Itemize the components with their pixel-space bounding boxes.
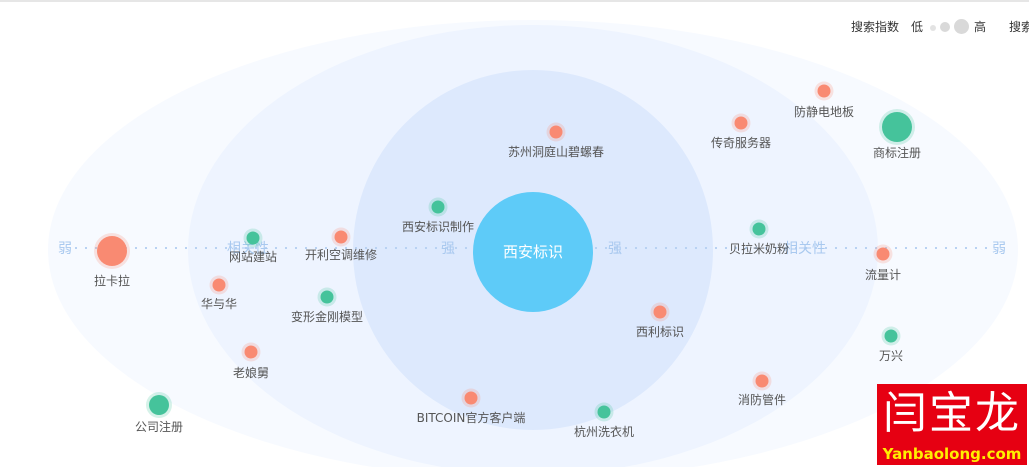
keyword-node-label[interactable]: 贝拉米奶粉	[729, 241, 789, 256]
legend-label: 搜索指数	[851, 20, 900, 34]
keyword-node-label[interactable]: 商标注册	[873, 145, 921, 160]
legend-dot-medium	[940, 22, 950, 32]
center-keyword-node[interactable]	[473, 192, 593, 312]
keyword-node[interactable]	[549, 125, 563, 139]
keyword-node-label[interactable]: 苏州洞庭山碧螺春	[508, 144, 604, 159]
legend-dot-small	[930, 25, 936, 31]
watermark-url: Yanbaolong.com	[882, 445, 1022, 463]
keyword-node-label[interactable]: 防静电地板	[794, 104, 854, 119]
keyword-node-label[interactable]: 万兴	[879, 349, 903, 363]
keyword-node[interactable]	[246, 231, 260, 245]
keyword-node[interactable]	[464, 391, 478, 405]
legend-high-label: 高	[974, 20, 987, 34]
keyword-node[interactable]	[334, 230, 348, 244]
keyword-node[interactable]	[212, 278, 226, 292]
center-keyword-label: 西安标识	[503, 243, 563, 261]
axis-relevance-left: 相关性	[227, 241, 269, 257]
keyword-node[interactable]	[320, 290, 334, 304]
legend-cut-label: 搜索	[1009, 20, 1029, 34]
keyword-node[interactable]	[149, 395, 169, 415]
keyword-node-label[interactable]: BITCOIN官方客户端	[417, 410, 526, 425]
keyword-node-label[interactable]: 开利空调维修	[305, 247, 377, 262]
keyword-node-label[interactable]: 老娘舅	[233, 365, 269, 380]
keyword-node-label[interactable]: 杭州洗衣机	[574, 424, 634, 439]
keyword-node[interactable]	[752, 222, 766, 236]
axis-strong-right: 强	[608, 241, 622, 257]
keyword-node[interactable]	[653, 305, 667, 319]
legend-dot-large	[954, 19, 969, 34]
keyword-node[interactable]	[431, 200, 445, 214]
keyword-node[interactable]	[817, 84, 831, 98]
keyword-node-label[interactable]: 流量计	[865, 268, 901, 282]
keyword-node[interactable]	[734, 116, 748, 130]
keyword-node-label[interactable]: 华与华	[201, 297, 237, 311]
keyword-node-label[interactable]: 西安标识制作	[402, 219, 474, 234]
keyword-node[interactable]	[244, 345, 258, 359]
axis-strong-left: 强	[441, 241, 455, 257]
keyword-node[interactable]	[755, 374, 769, 388]
axis-weak-left: 弱	[58, 241, 72, 257]
keyword-node[interactable]	[597, 405, 611, 419]
legend-low-label: 低	[911, 20, 924, 34]
watermark-title: 闫宝龙	[883, 388, 1021, 439]
keyword-node-label[interactable]: 变形金刚模型	[291, 309, 363, 324]
keyword-node-label[interactable]: 西利标识	[636, 325, 684, 339]
keyword-node[interactable]	[884, 329, 898, 343]
keyword-node[interactable]	[882, 112, 912, 142]
axis-weak-right: 弱	[992, 241, 1006, 257]
keyword-node-label[interactable]: 传奇服务器	[711, 135, 771, 150]
axis-relevance-right: 相关性	[784, 241, 826, 257]
watermark-logo: 闫宝龙 Yanbaolong.com	[877, 384, 1027, 465]
keyword-node-label[interactable]: 公司注册	[135, 419, 183, 434]
keyword-node-label[interactable]: 拉卡拉	[94, 273, 130, 288]
keyword-node-label[interactable]: 网站建站	[229, 250, 277, 264]
keyword-node[interactable]	[876, 247, 890, 261]
keyword-node[interactable]	[97, 236, 127, 266]
keyword-node-label[interactable]: 消防管件	[738, 392, 786, 407]
top-divider	[0, 0, 1029, 2]
